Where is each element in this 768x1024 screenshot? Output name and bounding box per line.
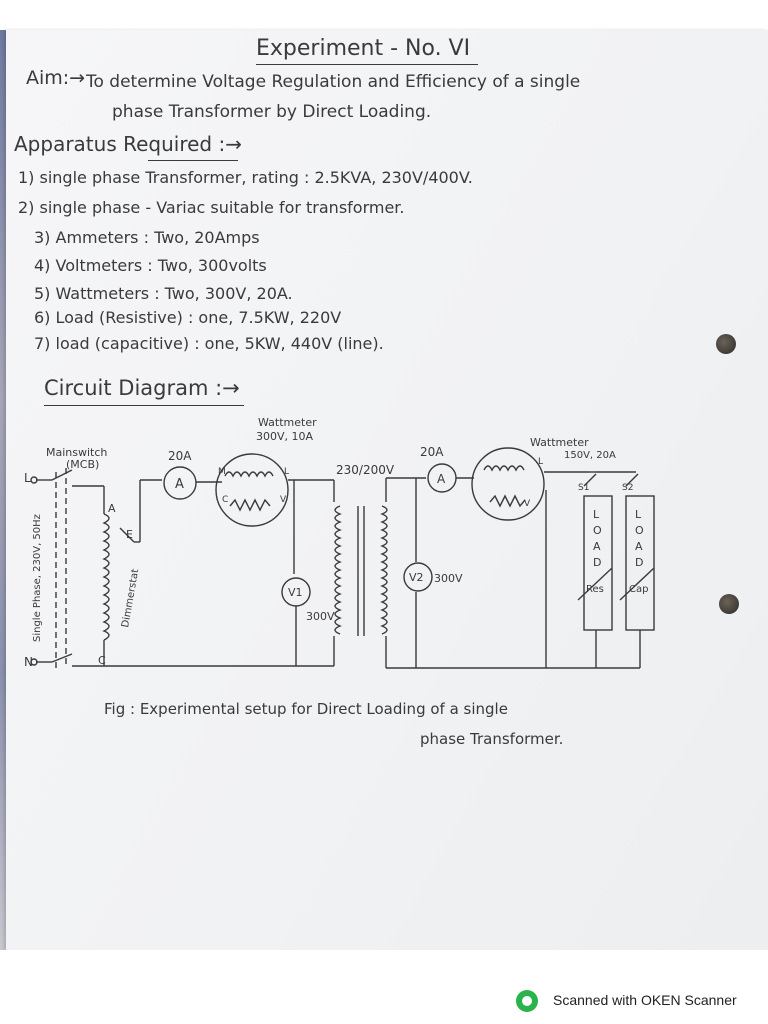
oken-logo-icon xyxy=(516,990,538,1012)
apparatus-heading: Apparatus Required :→ xyxy=(14,132,242,156)
apparatus-underline xyxy=(148,160,238,161)
wattmeter-1-label: Wattmeter xyxy=(258,416,317,429)
apparatus-item: 1) single phase Transformer, rating : 2.… xyxy=(18,168,473,187)
circuit-underline xyxy=(44,405,244,406)
mcb-blade-1 xyxy=(51,469,73,481)
wattmeter-1-pressure-coil xyxy=(229,498,271,512)
wattmeter-1 xyxy=(215,453,289,527)
wattmeter-2-V: V xyxy=(524,499,531,509)
variac-terminal-E: E xyxy=(126,528,133,541)
switch-s1-label: S1 xyxy=(578,483,589,493)
aim-line-1: To determine Voltage Regulation and Effi… xyxy=(86,72,581,92)
label-N: N xyxy=(24,655,33,669)
page-title: Experiment - No. VI xyxy=(256,36,471,61)
apparatus-item: 6) Load (Resistive) : one, 7.5KW, 220V xyxy=(34,308,342,327)
load-res-letter: L xyxy=(593,508,600,521)
apparatus-item: 2) single phase - Variac suitable for tr… xyxy=(18,198,405,217)
voltmeter-2-label: V2 xyxy=(409,571,424,584)
mcb-label: (MCB) xyxy=(66,458,99,471)
load-cap-letter: A xyxy=(635,540,643,553)
wattmeter-1-L: L xyxy=(284,467,289,477)
circuit-heading: Circuit Diagram :→ xyxy=(44,376,240,400)
wattmeter-2-rating: 150V, 20A xyxy=(564,450,616,461)
wattmeter-2 xyxy=(471,447,545,521)
title-underline xyxy=(256,64,478,65)
ammeter-2-symbol: A xyxy=(437,472,446,486)
transformer-primary-coil xyxy=(334,505,342,635)
ammeter-2-rating: 20A xyxy=(420,445,444,459)
scanner-watermark: Scanned with OKEN Scanner xyxy=(553,992,737,1008)
dimmerstat-label: Dimmerstat xyxy=(120,568,141,628)
wattmeter-1-C: C xyxy=(222,495,228,505)
load-res-letter: D xyxy=(593,556,601,569)
load-res-label: Res xyxy=(586,584,604,595)
variac-terminal-A: A xyxy=(108,502,116,515)
load-cap-arrow xyxy=(619,567,655,601)
terminal-N xyxy=(30,658,38,666)
wattmeter-2-L: L xyxy=(538,457,543,467)
wattmeter-2-current-coil xyxy=(483,465,525,472)
ammeter-1 xyxy=(163,466,197,500)
load-cap-letter: D xyxy=(635,556,643,569)
paper-sheet xyxy=(6,30,768,950)
voltmeter-1-rating: 300V xyxy=(306,610,335,623)
voltmeter-2-rating: 300V xyxy=(434,572,463,585)
ammeter-1-rating: 20A xyxy=(168,449,192,463)
wattmeter-1-V: V xyxy=(280,495,287,505)
transformer-secondary-coil xyxy=(380,505,388,635)
wattmeter-1-M: M xyxy=(218,467,226,477)
main-switch-label: Mainswitch xyxy=(46,446,107,459)
switch-s2-label: S2 xyxy=(622,483,633,493)
circuit-diagram: Mainswitch (MCB) L N Single Phase, 230V,… xyxy=(24,416,655,672)
figure-caption-line-1: Fig : Experimental setup for Direct Load… xyxy=(104,700,508,718)
apparatus-item: 4) Voltmeters : Two, 300volts xyxy=(34,256,267,275)
voltmeter-1-label: V1 xyxy=(288,586,303,599)
load-cap-letter: O xyxy=(635,524,644,537)
mcb-blade-2 xyxy=(51,653,73,663)
wattmeter-2-pressure-coil xyxy=(489,494,526,508)
figure-caption-line-2: phase Transformer. xyxy=(420,730,564,748)
ammeter-1-symbol: A xyxy=(175,477,184,492)
aim-line-2: phase Transformer by Direct Loading. xyxy=(112,102,432,122)
scanner-footer: Scanned with OKEN Scanner xyxy=(0,950,768,1024)
variac-coil xyxy=(102,513,110,641)
apparatus-item: 7) load (capacitive) : one, 5KW, 440V (l… xyxy=(34,334,384,353)
load-resistive xyxy=(583,495,613,631)
variac-terminal-C: C xyxy=(98,654,106,667)
aim-label: Aim:→ xyxy=(26,67,86,89)
load-res-letter: A xyxy=(593,540,601,553)
voltmeter-2 xyxy=(403,562,433,592)
variac-wiper xyxy=(119,527,135,543)
load-res-letter: O xyxy=(593,524,602,537)
load-cap-letter: L xyxy=(635,508,642,521)
wattmeter-1-current-coil xyxy=(224,471,274,478)
supply-label: Single Phase, 230V, 50Hz xyxy=(32,514,43,642)
wattmeter-1-rating: 300V, 10A xyxy=(256,430,314,443)
punch-hole xyxy=(719,594,739,614)
load-res-arrow xyxy=(577,567,613,601)
transformer-rating: 230/200V xyxy=(336,463,395,477)
switch-s2 xyxy=(625,473,639,487)
load-cap-label: Cap xyxy=(629,584,648,595)
label-L: L xyxy=(24,471,31,485)
switch-s1 xyxy=(583,473,597,487)
punch-hole xyxy=(716,334,736,354)
wattmeter-2-label: Wattmeter xyxy=(530,436,589,449)
apparatus-item: 5) Wattmeters : Two, 300V, 20A. xyxy=(34,284,293,303)
apparatus-item: 3) Ammeters : Two, 20Amps xyxy=(34,228,260,247)
terminal-L xyxy=(30,476,38,484)
